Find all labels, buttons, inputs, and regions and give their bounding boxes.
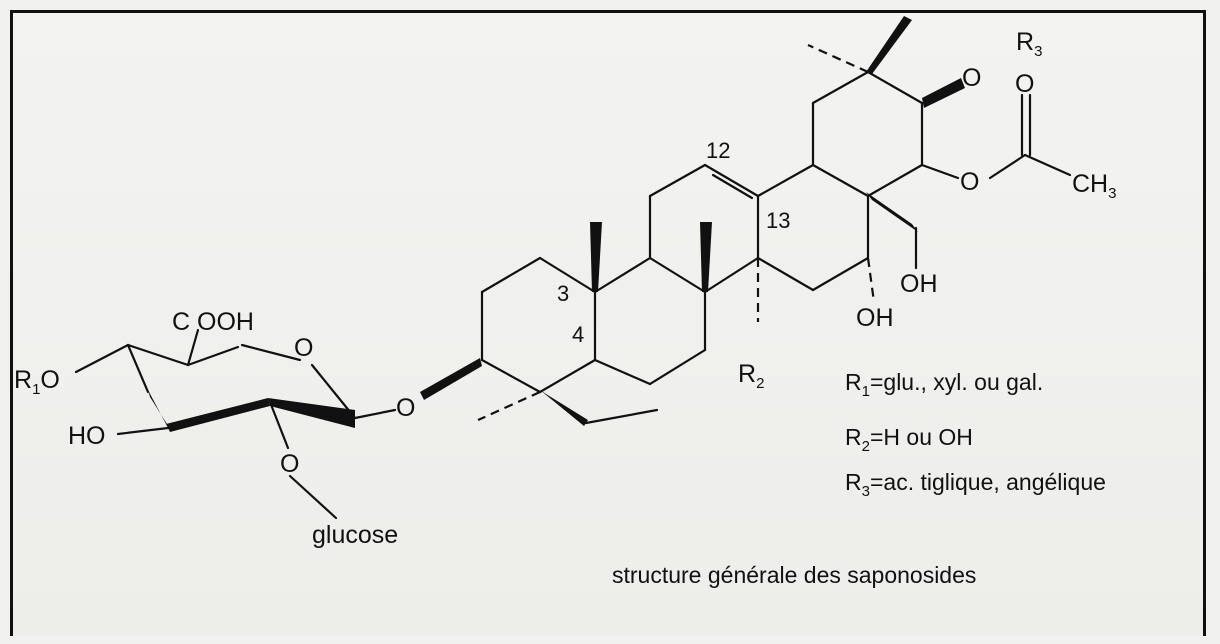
methyl-wedge <box>590 222 602 292</box>
bond <box>811 256 870 292</box>
bond <box>811 70 870 105</box>
bond <box>593 256 652 294</box>
r3-label: R3 <box>1016 28 1042 60</box>
bond <box>648 348 707 386</box>
c16-hydroxyl-label: OH <box>856 304 894 332</box>
bond <box>268 400 290 450</box>
hydroxyl-dashed <box>866 257 876 303</box>
r2-label: R2 <box>738 360 764 392</box>
sugar-ring <box>74 328 397 520</box>
methyl-dashed <box>807 43 869 74</box>
carbon-3-number: 3 <box>557 281 569 306</box>
glycosidic-wedge <box>420 358 482 400</box>
methyl-dashed <box>477 390 541 422</box>
bond <box>703 163 760 198</box>
glucose-label: glucose <box>312 521 398 549</box>
figure-frame <box>10 10 1206 636</box>
figure-caption: structure générale des saponosides <box>612 562 976 588</box>
bond <box>480 256 542 294</box>
methyl-wedge <box>540 390 588 426</box>
legend-r3: R3=ac. tiglique, angélique <box>845 469 1106 500</box>
ho-label: HO <box>68 422 106 450</box>
ester-oxygen-label: O <box>960 168 979 196</box>
front-edge-wedge <box>166 398 270 432</box>
ch2oh-wedge <box>866 192 918 232</box>
methyl-wedge <box>866 16 912 74</box>
bond <box>593 358 652 386</box>
carbon-12-number: 12 <box>706 138 730 163</box>
bond <box>1023 153 1072 177</box>
bond <box>186 328 200 367</box>
front-edge-wedge <box>268 398 355 428</box>
bond <box>866 70 924 105</box>
bond <box>240 343 302 362</box>
bond <box>648 256 707 294</box>
bond <box>126 343 190 367</box>
bond <box>353 408 397 420</box>
double-bond <box>711 173 754 200</box>
bond <box>116 426 170 436</box>
ch3-label: CH3 <box>1072 170 1116 202</box>
r3-oxygen-label: O <box>962 64 981 92</box>
carbon-4-number: 4 <box>572 322 584 347</box>
bond <box>648 163 707 198</box>
bond <box>703 256 760 294</box>
bond <box>756 256 815 292</box>
cooh-label: C OOH <box>172 308 254 336</box>
carbonyl-oxygen-label: O <box>1015 70 1034 98</box>
bond <box>480 358 542 394</box>
legend-r2: R2=H ou OH <box>845 424 973 455</box>
atom-labels: C OOH O R1O HO O glucose O O R3 O O CH3 … <box>14 28 1116 549</box>
bond <box>920 163 960 180</box>
glucose-oxygen-label: O <box>280 450 299 478</box>
ch2oh-hydroxyl-label: OH <box>900 270 938 298</box>
bond <box>988 153 1027 180</box>
bond <box>756 163 815 198</box>
bond <box>126 343 150 394</box>
substituent-legend: R1=glu., xyl. ou gal. R2=H ou OH R3=ac. … <box>845 369 1106 500</box>
bond <box>584 408 659 425</box>
methyl-wedge <box>700 222 712 292</box>
bond <box>74 343 130 374</box>
oxy-wedge <box>922 78 965 108</box>
bond <box>811 163 870 198</box>
bond <box>538 256 597 294</box>
bond <box>186 345 240 367</box>
aglycone-rings <box>420 16 1072 426</box>
r1-label: R1O <box>14 366 60 398</box>
bond <box>866 163 924 198</box>
glycosidic-oxygen-label: O <box>396 394 415 422</box>
bond <box>538 358 597 394</box>
bond <box>288 474 338 520</box>
ring-oxygen-label: O <box>294 334 313 362</box>
legend-r1: R1=glu., xyl. ou gal. <box>845 369 1043 400</box>
carbon-13-number: 13 <box>766 208 790 233</box>
